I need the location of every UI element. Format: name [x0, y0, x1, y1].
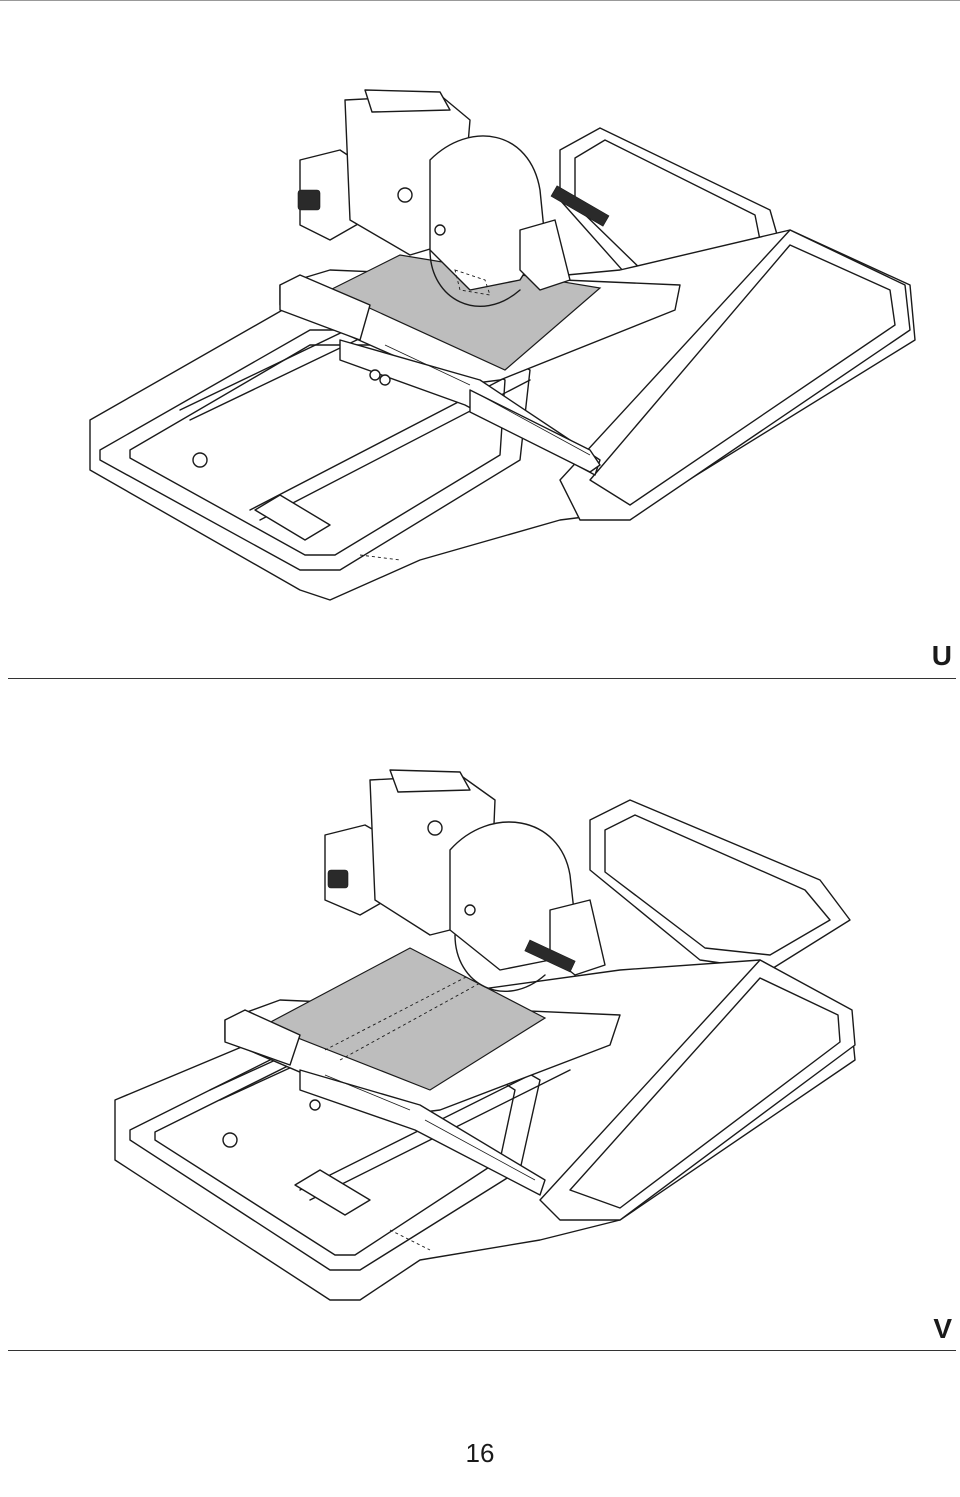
- tile-saw-straight-cut-illustration: [0, 40, 960, 620]
- tile-saw-rip-cut-illustration: [0, 760, 960, 1320]
- section-divider: [8, 1350, 956, 1351]
- page-number: 16: [465, 1438, 495, 1468]
- section-divider: [8, 678, 956, 679]
- figure-label-v: V: [933, 1313, 952, 1344]
- figure-label-u: U: [931, 640, 952, 671]
- top-rule: [0, 0, 960, 1]
